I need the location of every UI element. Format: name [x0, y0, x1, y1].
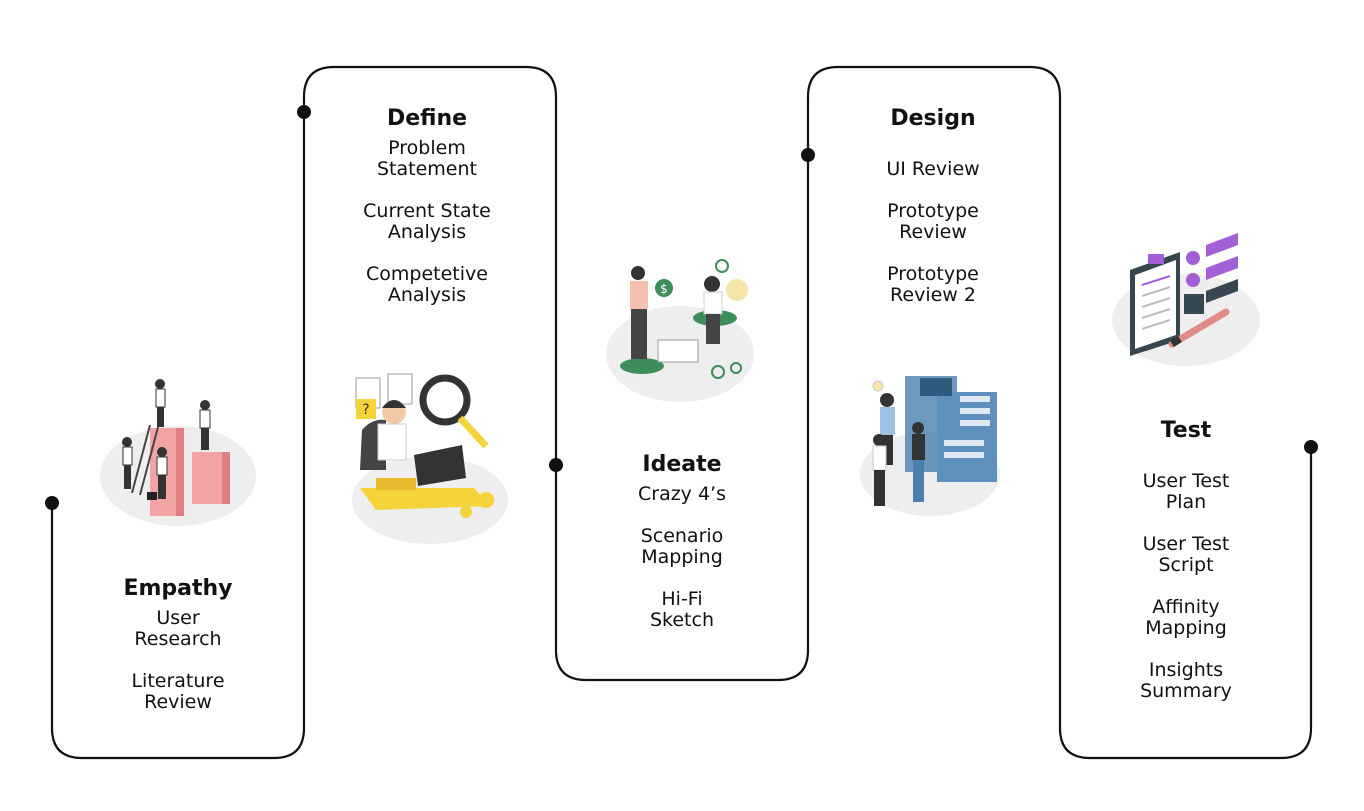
stage-item: Competetive Analysis — [366, 263, 488, 306]
svg-text:$: $ — [660, 282, 668, 296]
process-path-line — [50, 65, 1313, 760]
ideate-illustration: $ — [606, 259, 754, 402]
stage-item: Current State Analysis — [363, 200, 491, 243]
stage-item: User Research — [134, 607, 222, 650]
stage-empathy: Empathy User Research Literature Review — [78, 576, 278, 734]
stage-item: Prototype Review — [887, 200, 979, 243]
stage-item: UI Review — [886, 158, 980, 180]
svg-text:?: ? — [362, 402, 369, 418]
stage-define: Define Problem Statement Current State A… — [327, 106, 527, 327]
stage-title: Empathy — [123, 576, 233, 601]
stage-item: Hi-Fi Sketch — [649, 588, 714, 631]
stage-item: Crazy 4’s — [637, 483, 726, 505]
test-illustration — [1112, 233, 1260, 366]
path-node — [549, 458, 563, 472]
empathy-illustration — [100, 379, 256, 526]
design-illustration — [860, 376, 1000, 516]
stage-item: Affinity Mapping — [1145, 596, 1227, 639]
stage-item: Problem Statement — [377, 137, 477, 180]
path-node — [297, 105, 311, 119]
stage-test: Test User Test Plan User Test Script Aff… — [1086, 418, 1286, 723]
stage-item: Prototype Review 2 — [887, 263, 979, 306]
path-node — [1304, 440, 1318, 454]
stage-title: Define — [386, 106, 468, 131]
stage-item: Scenario Mapping — [640, 525, 724, 568]
stage-item: User Test Plan — [1142, 470, 1230, 513]
stage-item: User Test Script — [1142, 533, 1230, 576]
path-node — [801, 148, 815, 162]
define-illustration: ? — [352, 373, 508, 544]
stage-title: Test — [1160, 418, 1212, 443]
stage-title: Ideate — [642, 452, 722, 477]
path-node — [45, 496, 59, 510]
stage-design: Design UI Review Prototype Review Protot… — [833, 106, 1033, 327]
stage-ideate: Ideate Crazy 4’s Scenario Mapping Hi-Fi … — [582, 452, 782, 652]
stage-item: Literature Review — [131, 670, 225, 713]
stage-item: Insights Summary — [1140, 659, 1232, 702]
stage-title: Design — [890, 106, 976, 131]
